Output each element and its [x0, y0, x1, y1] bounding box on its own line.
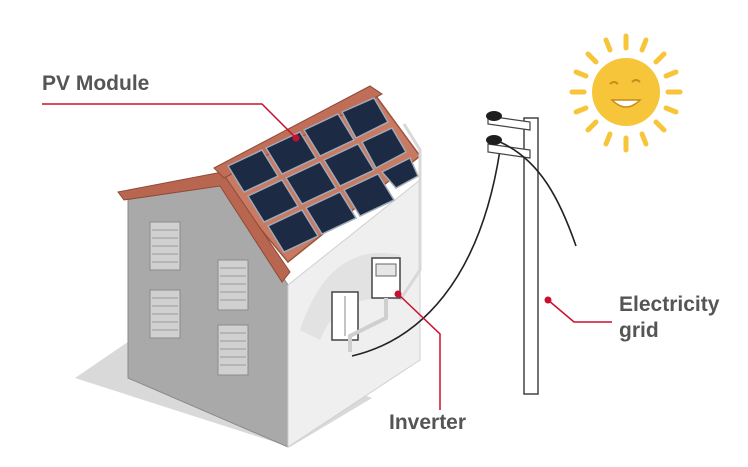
- panel: [246, 179, 300, 223]
- callout-inverter-line: [397, 293, 441, 410]
- vent-slats: [152, 229, 246, 366]
- electricity-grid-label-line2: grid: [619, 319, 659, 343]
- panel: [264, 131, 318, 175]
- callout-dot-inverter: [394, 290, 402, 298]
- roof-cable: [398, 123, 422, 301]
- callout-grid-line: [547, 299, 612, 323]
- inverter-label: Inverter: [389, 411, 467, 434]
- callouts: [42, 103, 612, 410]
- pv-module-label: PV Module: [42, 72, 150, 95]
- insulator: [486, 135, 502, 145]
- callout-pv-line: [42, 103, 297, 139]
- insulator: [486, 111, 502, 121]
- panel: [360, 127, 408, 170]
- conduit: [348, 298, 388, 352]
- panel: [266, 209, 320, 253]
- callout-dot-pv: [292, 134, 300, 142]
- inverter-box: [371, 257, 401, 299]
- panel: [380, 156, 419, 189]
- panel: [302, 113, 356, 157]
- pv-panels: [226, 97, 419, 253]
- electricity-grid-label-line1: Electricity: [619, 293, 720, 316]
- panel: [340, 97, 390, 139]
- panel: [226, 149, 280, 193]
- utility-pole: [486, 111, 539, 395]
- electricity-grid-label: Electricity grid: [619, 292, 739, 345]
- smiling-sun-icon: [569, 33, 683, 153]
- callout-dot-grid: [544, 296, 552, 304]
- grid-wire-out: [499, 141, 577, 247]
- panel: [342, 173, 396, 217]
- grid-cable: [351, 149, 501, 357]
- panel: [304, 191, 358, 235]
- panel: [284, 161, 338, 205]
- panel: [322, 143, 376, 187]
